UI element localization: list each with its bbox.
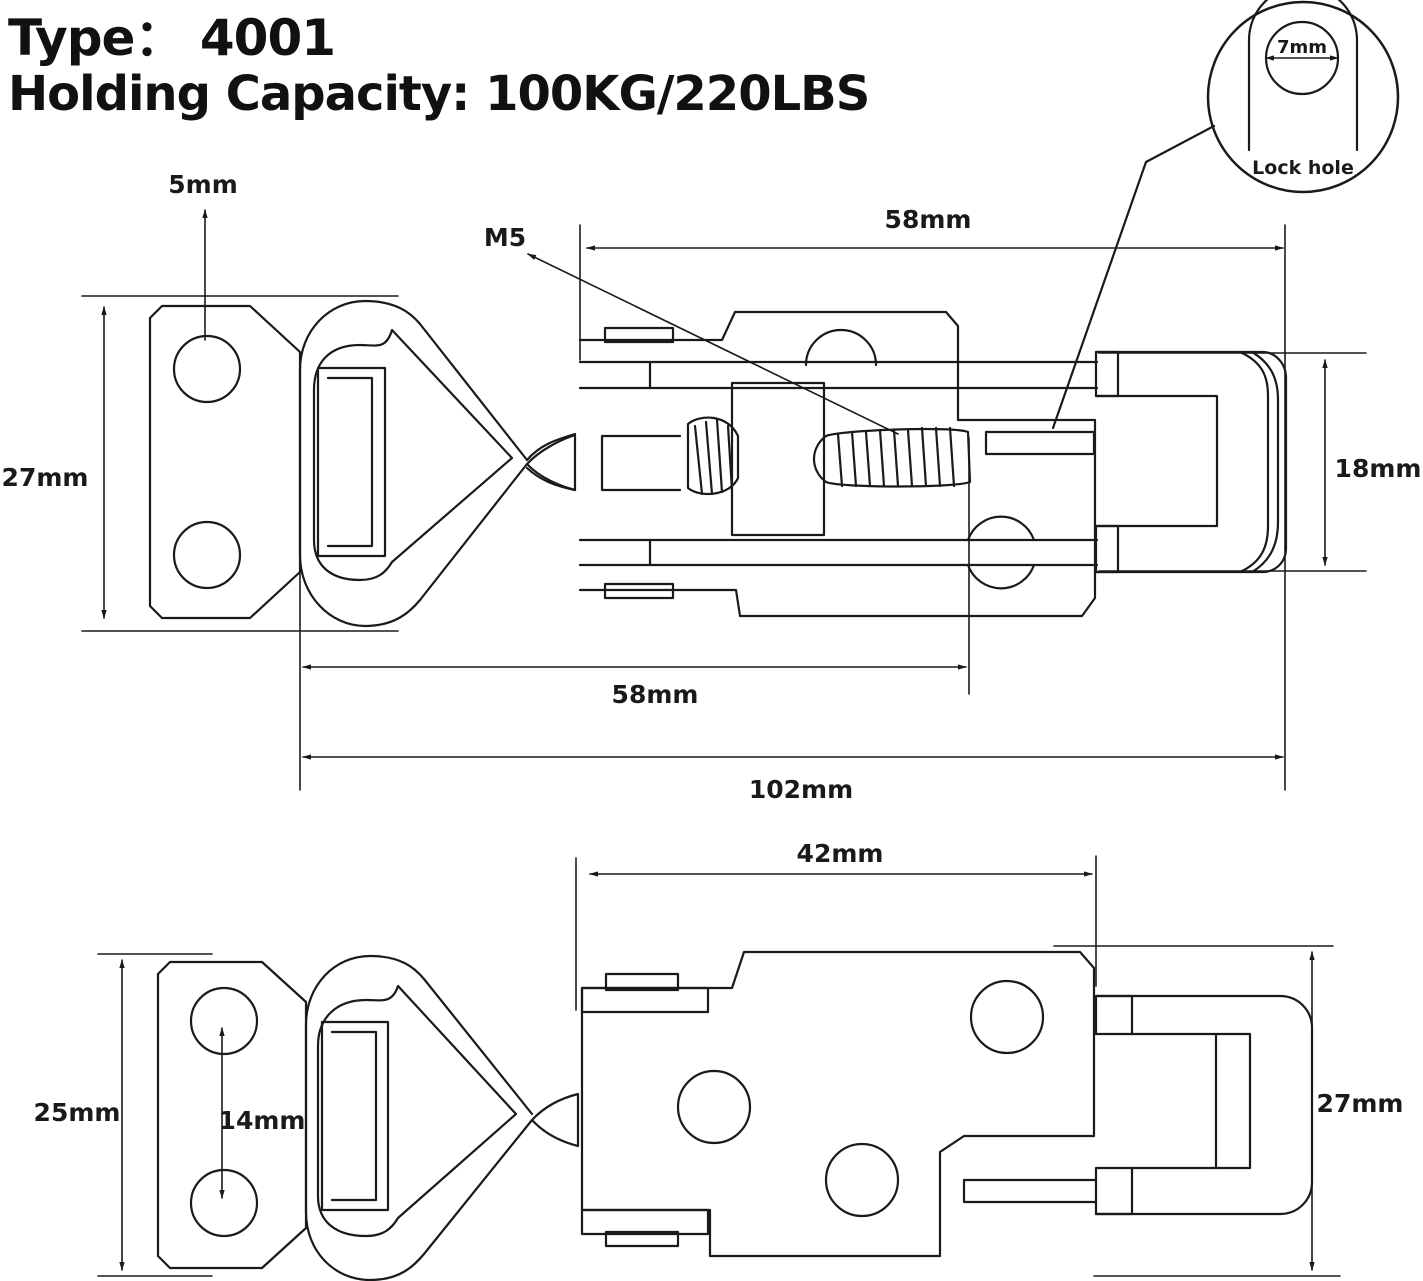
dim-total-label: 102mm bbox=[749, 775, 853, 804]
bottom-shackle bbox=[962, 994, 1314, 1216]
lock-hole-callout: 7mm Lock hole bbox=[1051, 0, 1400, 430]
bottom-base-plate bbox=[156, 960, 308, 1270]
dim-shackle-label: 18mm bbox=[1335, 454, 1422, 483]
top-base-hole-upper bbox=[172, 334, 242, 404]
lock-hole-leader-line bbox=[1051, 124, 1216, 430]
top-base-hole-lower bbox=[172, 520, 242, 590]
top-dimensions bbox=[81, 209, 1367, 791]
top-view: 5mm M5 27mm 58mm 18mm 58mm 102mm bbox=[2, 170, 1422, 804]
dim-body-width-label: 58mm bbox=[885, 205, 972, 234]
top-threaded-rod bbox=[600, 416, 972, 496]
dim-base-height-label: 25mm bbox=[34, 1098, 121, 1127]
dim-thread-leader bbox=[527, 253, 899, 435]
dim-hole-label: 5mm bbox=[168, 170, 238, 199]
bottom-base-hole-upper bbox=[189, 986, 259, 1056]
lock-hole-label: Lock hole bbox=[1252, 157, 1354, 179]
bottom-hook-loop bbox=[304, 954, 580, 1281]
bottom-view: 42mm 25mm 14mm 27mm bbox=[34, 839, 1404, 1281]
bottom-base-hole-lower bbox=[189, 1168, 259, 1238]
dim-thread-label: M5 bbox=[484, 223, 526, 252]
bottom-latch-body bbox=[580, 950, 1096, 1258]
holding-capacity-heading: Holding Capacity: 100KG/220LBS bbox=[8, 66, 870, 122]
dim-bottom-width-label: 42mm bbox=[797, 839, 884, 868]
lock-hole-diameter-label: 7mm bbox=[1277, 37, 1327, 58]
dim-span-label: 58mm bbox=[612, 680, 699, 709]
top-base-plate bbox=[148, 304, 302, 620]
bottom-dimensions bbox=[97, 855, 1341, 1277]
dim-height-label: 27mm bbox=[2, 463, 89, 492]
top-latch-body bbox=[578, 310, 1099, 618]
type-heading: Type： 4001 bbox=[8, 9, 336, 67]
top-hook-loop bbox=[298, 299, 577, 628]
top-shackle bbox=[1094, 350, 1288, 574]
dim-hole-spacing-label: 14mm bbox=[219, 1106, 306, 1135]
dim-right-height-label: 27mm bbox=[1317, 1089, 1404, 1118]
